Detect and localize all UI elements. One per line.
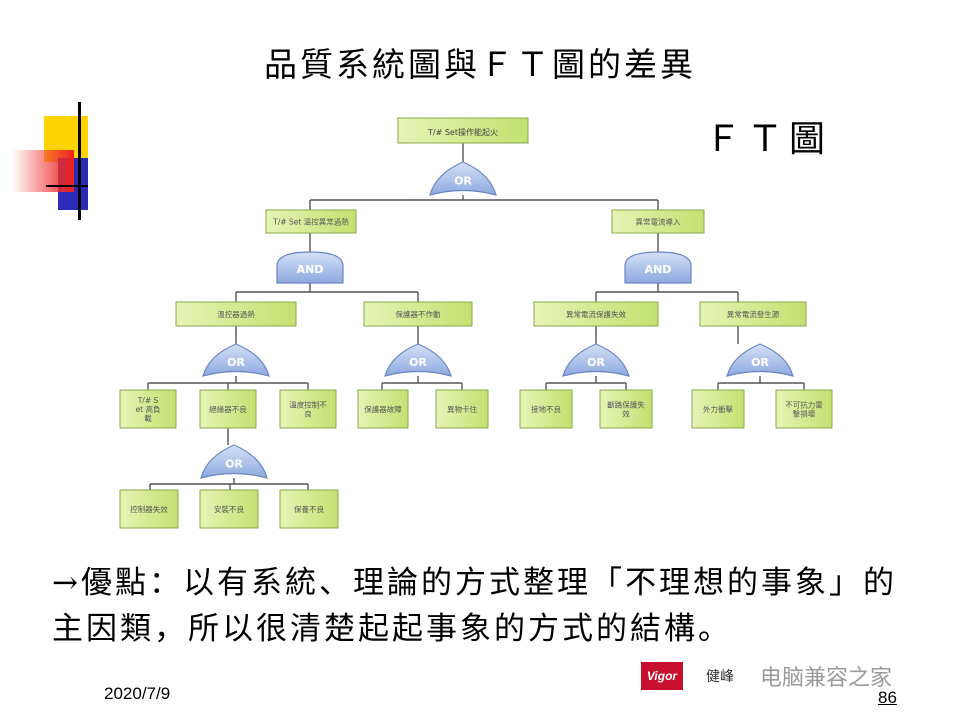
event-box-level4-b1: 保護器故障 [357, 389, 409, 429]
gate-label-g_rr: OR [751, 356, 769, 369]
decor-horizontal-line [46, 185, 88, 187]
event-label-level3-b: 保護器不作動 [396, 309, 441, 319]
decor-vertical-line [78, 102, 81, 220]
gate-label-g_top: OR [454, 174, 472, 187]
event-box-level3-d: 異常電流發生源 [699, 301, 807, 327]
gate-label-g_low: OR [225, 457, 243, 470]
event-label-level4-b2: 異物卡住 [447, 404, 477, 414]
event-label-level4-d1: 外力衝擊 [703, 404, 733, 414]
gate-g_ll: OR [202, 343, 270, 377]
event-label-level3-c: 異常電流保護失效 [566, 309, 626, 319]
gate-g_top: OR [429, 161, 497, 196]
event-box-level4-c2: 斷路保護失效 [599, 389, 653, 429]
event-box-level3-a: 溫控器過熱 [175, 301, 297, 327]
event-label-level4-a2: 絕緣器不良 [209, 404, 247, 414]
event-label-level3-a: 溫控器過熱 [217, 309, 255, 319]
event-label-level4-c1: 接地不良 [531, 404, 561, 414]
gate-label-g_rl: OR [587, 356, 605, 369]
event-box-level2-right: 異常電流導入 [611, 209, 705, 234]
gate-label-g_right: AND [645, 263, 672, 276]
top-event-box: T/# Set操作能起火 [397, 117, 529, 144]
footer-company-text: 健峰 [706, 669, 734, 685]
ft-diagram-label: ＦＴ圖 [705, 119, 832, 160]
gate-g_lr: OR [384, 343, 452, 377]
slide-title: 品質系統圖與ＦＴ圖的差異 [264, 45, 696, 84]
event-label-level4-b1: 保護器故障 [364, 404, 402, 414]
event-box-level5-e1: 控制器失效 [119, 489, 179, 529]
gate-g_low: OR [200, 444, 268, 479]
event-box-level3-b: 保護器不作動 [363, 301, 473, 327]
gate-g_right: AND [624, 251, 692, 284]
slide-date: 2020/7/9 [104, 684, 171, 703]
top-event-label: T/# Set操作能起火 [427, 127, 498, 137]
gate-g_rr: OR [726, 343, 794, 377]
event-label-level3-d: 異常電流發生源 [727, 309, 780, 319]
event-box-level3-c: 異常電流保護失效 [533, 301, 659, 327]
event-box-level4-b2: 異物卡住 [435, 389, 489, 429]
vigor-logo: Vigor [641, 662, 683, 690]
event-box-level5-e2: 安裝不良 [199, 489, 259, 529]
event-label-level2-right: 異常電流導入 [636, 217, 681, 227]
advantage-bullet-text: →優點：以有系統、理論的方式整理「不理想的事象」的主因類，所以很清楚起起事象的方… [52, 565, 897, 647]
event-label-level5-e3: 保養不良 [294, 504, 324, 514]
event-label-level4-c2: 斷路保護失效 [607, 400, 645, 419]
connector-lines [147, 143, 805, 490]
event-box-level4-a2: 絕緣器不良 [199, 389, 257, 429]
event-label-level5-e1: 控制器失效 [130, 504, 168, 514]
page-number: 86 [878, 688, 897, 707]
gate-label-g_ll: OR [227, 356, 245, 369]
gate-g_rl: OR [562, 343, 630, 377]
event-box-level4-d2: 不可抗力雷擊損壞 [775, 389, 833, 429]
watermark-text: 电脑兼容之家 [760, 666, 893, 691]
event-box-level2-left: T/# Set 溫控異常過熱 [265, 209, 357, 234]
gate-g_left: AND [276, 251, 344, 284]
event-label-level2-left: T/# Set 溫控異常過熱 [272, 217, 349, 227]
event-label-level5-e2: 安裝不良 [214, 504, 244, 514]
event-label-level4-a3: 溫度控制不良 [289, 400, 327, 419]
event-label-level4-d2: 不可抗力雷擊損壞 [785, 400, 823, 419]
event-box-level4-a3: 溫度控制不良 [279, 389, 337, 429]
event-box-level4-c1: 接地不良 [519, 389, 573, 429]
event-box-level5-e3: 保養不良 [279, 489, 339, 529]
gate-label-g_lr: OR [409, 356, 427, 369]
event-box-level4-d1: 外力衝擊 [691, 389, 745, 429]
gate-label-g_left: AND [297, 263, 324, 276]
